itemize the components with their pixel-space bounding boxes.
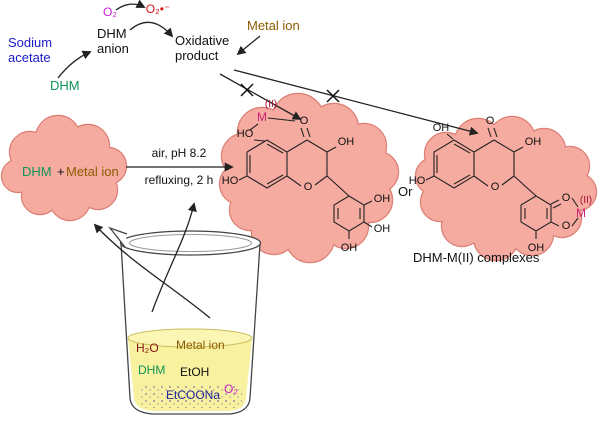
cross-mark-1 bbox=[240, 83, 254, 97]
dhm-label: DHM bbox=[50, 78, 80, 93]
metal-oxidation-state-2: (II) bbox=[580, 195, 592, 206]
atom-o-b-mid-2: O bbox=[562, 220, 571, 232]
beaker-etoh-label: EtOH bbox=[180, 365, 209, 379]
structure-complex-2: OH O OH HO O O O OH M (II) bbox=[409, 115, 592, 254]
beaker-h2o-label: H₂O bbox=[136, 341, 159, 355]
product-caption: DHM-M(II) complexes bbox=[413, 250, 540, 265]
arrows bbox=[57, 0, 479, 319]
atom-ho-left: HO bbox=[222, 175, 239, 187]
sodium-acetate-label-line2: acetate bbox=[8, 50, 51, 65]
atom-oh-b-top: OH bbox=[374, 193, 391, 205]
atom-ho-top: HO bbox=[237, 128, 254, 140]
cloud-metal-ion-label: Metal ion bbox=[66, 164, 119, 179]
beaker-precipitate-speckles bbox=[140, 385, 242, 408]
arrow-metal-to-oxidative bbox=[236, 35, 261, 56]
arrow-o2-to-superoxide bbox=[115, 0, 146, 11]
beaker-o2-label: O₂ bbox=[224, 382, 238, 396]
cross-mark-2 bbox=[326, 89, 340, 103]
oxidative-product-label-line1: Oxidative bbox=[175, 33, 229, 48]
arrow-beaker-to-reaction bbox=[151, 202, 197, 313]
metal-oxidation-state: (II) bbox=[265, 99, 277, 110]
beaker-rim bbox=[119, 230, 262, 256]
atom-oh-b-mid: OH bbox=[374, 223, 391, 235]
sodium-acetate-label-line1: Sodium bbox=[8, 35, 52, 50]
beaker-etcoona-label: EtCOONa bbox=[166, 388, 220, 402]
atom-ho-left-2: HO bbox=[409, 175, 426, 187]
singlet-oxygen-label: O₂ bbox=[103, 5, 117, 19]
superoxide-label: O₂•⁻ bbox=[146, 2, 171, 16]
complex-cloud-2 bbox=[416, 117, 596, 260]
arrow-blocked-2 bbox=[233, 69, 479, 136]
arrow-dhm-to-anion bbox=[57, 50, 92, 79]
atom-oh-c3: OH bbox=[338, 136, 355, 148]
atom-oh-top-2: OH bbox=[433, 122, 450, 134]
metal-center-label-2: M bbox=[576, 206, 586, 220]
atom-ring-o-2: O bbox=[491, 181, 500, 193]
beaker-metal-ion-label: Metal ion bbox=[176, 338, 225, 352]
beaker-rim-inner bbox=[129, 234, 252, 252]
condition-line2: refluxing, 2 h bbox=[145, 173, 214, 187]
condition-line1: air, pH 8.2 bbox=[152, 146, 207, 160]
atom-ketone-o-2: O bbox=[486, 115, 495, 127]
liquid-surface bbox=[127, 328, 253, 348]
dhm-anion-label-line2: anion bbox=[97, 41, 129, 56]
arrow-anion-to-oxidative bbox=[129, 21, 174, 38]
metal-center-label: M bbox=[257, 110, 267, 124]
or-label: Or bbox=[398, 184, 413, 199]
dhm-anion-label-line1: DHM bbox=[97, 26, 127, 41]
structure-complex-1: M (II) HO O OH HO O OH OH OH bbox=[222, 99, 391, 254]
oxidative-product-label-line2: product bbox=[175, 48, 219, 63]
atom-oh-c3-2: OH bbox=[525, 136, 542, 148]
beaker-spout bbox=[108, 226, 128, 248]
atom-ring-o: O bbox=[304, 181, 313, 193]
atom-ketone-o: O bbox=[300, 115, 309, 127]
beaker bbox=[108, 226, 262, 415]
metal-ion-label: Metal ion bbox=[247, 18, 300, 33]
cloud-plus-sign: + bbox=[57, 164, 65, 179]
arrow-beaker-to-cloud bbox=[93, 223, 211, 319]
atom-oh-b-bottom: OH bbox=[341, 242, 358, 254]
arrow-blocked-1 bbox=[219, 73, 302, 120]
beaker-dhm-label: DHM bbox=[138, 363, 165, 377]
cloud-dhm-label: DHM bbox=[22, 164, 52, 179]
atom-o-b-top-2: O bbox=[562, 192, 571, 204]
atom-oh-b-bottom-2: OH bbox=[528, 242, 545, 254]
